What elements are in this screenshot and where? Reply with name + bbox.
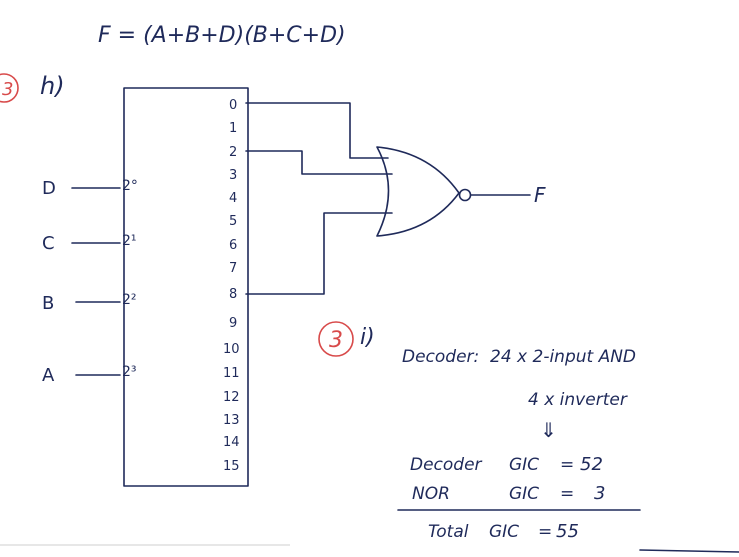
output-12: 12 [223, 390, 240, 405]
gic-nor-value: 3 [594, 483, 605, 504]
gic-decoder-value: 52 [580, 454, 603, 475]
wire-output-8 [245, 212, 393, 295]
wire-output-0 [245, 102, 389, 159]
input-b-signal: B [42, 293, 54, 314]
part-i-circle-number: 3 [329, 328, 343, 353]
decoder-line-2: 4 x inverter [528, 390, 628, 410]
gic-nor-row: NOR GIC = 3 [412, 483, 605, 504]
gic-total-value: 55 [556, 521, 579, 542]
input-a-signal: A [42, 365, 55, 386]
part-h-circle-number: 3 [2, 79, 13, 100]
implies-arrow: ⇓ [540, 418, 557, 442]
decoder-outputs: 0 1 2 3 4 5 6 7 8 9 10 11 12 13 14 15 [223, 98, 240, 474]
wire-output-2 [245, 150, 393, 175]
gic-total-name: Total [428, 522, 469, 542]
input-d-signal: D [42, 178, 56, 199]
output-13: 13 [223, 413, 240, 428]
output-1: 1 [229, 121, 237, 136]
part-i-label: i) [360, 325, 375, 350]
output-14: 14 [223, 435, 240, 450]
gic-nor-label: GIC [509, 484, 539, 504]
input-c: C 2¹ [42, 233, 137, 254]
gic-nor-eq: = [560, 484, 574, 504]
gic-decoder-eq: = [560, 455, 574, 475]
output-15: 15 [223, 459, 240, 474]
decoder-line-1: 24 x 2-input AND [490, 347, 636, 367]
gic-total-eq: = [538, 522, 552, 542]
input-b-pin: 2² [122, 292, 137, 308]
part-h-circle [0, 73, 19, 103]
output-f-label: F [534, 183, 546, 207]
output-3: 3 [229, 168, 237, 183]
input-a: A 2³ [42, 364, 137, 386]
output-8: 8 [229, 287, 237, 302]
decoder-box [123, 87, 249, 487]
decoder-heading: Decoder: [402, 347, 479, 367]
output-10: 10 [223, 342, 240, 357]
output-11: 11 [223, 366, 240, 381]
output-2: 2 [229, 145, 237, 160]
nor-gate [376, 146, 531, 237]
part-i-circle [318, 321, 354, 357]
output-9: 9 [229, 316, 237, 331]
input-d: D 2° [42, 178, 138, 199]
output-4: 4 [229, 191, 237, 206]
equation: F = (A+B+D)(B+C+D) [98, 23, 346, 48]
gic-decoder-name: Decoder [410, 455, 483, 475]
gic-decoder-label: GIC [509, 455, 539, 475]
output-6: 6 [229, 238, 237, 253]
page-edge-right [639, 549, 739, 553]
nor-bubble [458, 188, 472, 202]
input-a-pin: 2³ [122, 364, 137, 380]
output-5: 5 [229, 214, 237, 229]
output-7: 7 [229, 261, 237, 276]
input-d-pin: 2° [122, 178, 138, 194]
input-b: B 2² [42, 292, 137, 314]
input-c-signal: C [42, 233, 55, 254]
gic-nor-name: NOR [412, 484, 450, 504]
gic-total-row: Total GIC = 55 [428, 521, 579, 542]
input-c-pin: 2¹ [122, 233, 137, 249]
gic-total-label: GIC [489, 522, 519, 542]
part-h-label: h) [40, 72, 65, 100]
output-0: 0 [229, 98, 237, 113]
gic-decoder-row: Decoder GIC = 52 [410, 454, 603, 475]
